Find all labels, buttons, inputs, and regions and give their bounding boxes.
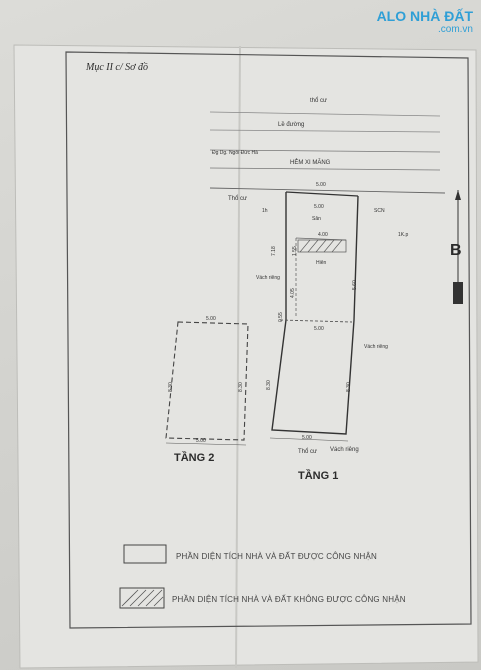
drawing-frame (65, 51, 472, 629)
watermark: ALO NHÀ ĐẤT .com.vn (377, 8, 473, 35)
road-line-4 (209, 167, 441, 171)
road-line-2 (209, 129, 441, 133)
floor1-mid-line (279, 319, 353, 323)
legend-hatch (121, 589, 164, 607)
label-hien: Hiên (316, 260, 327, 266)
dim-left-height: 7.18 (271, 246, 277, 256)
floor1-top (285, 191, 359, 197)
label-scn: SCN (374, 208, 385, 214)
label-left-small: 1h (262, 208, 268, 214)
label-vach-rieng-1: Vách riêng (256, 275, 280, 281)
label-road: Đg Dg. Ngôi Đức Hà (212, 150, 258, 156)
dim-porch-height: 4.05 (290, 288, 296, 298)
dim-top-width: 5.00 (316, 182, 326, 188)
paper-fold (235, 45, 241, 669)
dim-yard-width: 5.00 (314, 204, 324, 210)
label-tho-cu-left: Thổ cư (228, 196, 248, 202)
legend-box-not-recognized (119, 587, 165, 609)
floor2-bottom-dim (165, 442, 247, 446)
label-tho-cu-top: thổ cư (310, 98, 328, 104)
floor1-outline (271, 192, 359, 435)
dim-floor1-bottom: 5.00 (302, 435, 312, 441)
marker-letter: B (450, 242, 462, 259)
legend-not-recognized: PHẦN DIỆN TÍCH NHÀ VÀ ĐẤT KHÔNG ĐƯỢC CÔN… (172, 595, 406, 604)
floor2-outline (165, 321, 249, 441)
label-right-small: 1K.p (398, 232, 409, 238)
road-line-1 (209, 111, 441, 117)
road-line-5 (209, 187, 446, 194)
section-title: Mục II c/ Sơ đồ (86, 62, 148, 73)
label-san: Sân (312, 216, 321, 222)
legend-box-recognized (123, 544, 167, 564)
dim-floor1-right: 8.30 (346, 382, 352, 392)
label-le-duong: Lề đường (278, 122, 305, 128)
paper-sheet (13, 44, 479, 669)
dim-floor1-left: 8.30 (266, 380, 272, 390)
label-tho-cu-bottom: Thổ cư (298, 449, 318, 455)
road-line-3 (209, 149, 441, 153)
dim-right-height: 5.60 (352, 280, 358, 290)
label-vach-rieng-3: Vách riêng (330, 447, 359, 453)
dim-small-a: 0.55 (278, 312, 284, 322)
watermark-brand: ALO NHÀ ĐẤT (376, 8, 473, 24)
dim-porch-width: 4.00 (318, 232, 328, 238)
floor1-label: TẦNG 1 (298, 470, 339, 482)
direction-arrow (455, 190, 461, 200)
dim-floor2-right: 8.30 (238, 382, 244, 392)
dim-floor2-left: 8.30 (168, 382, 174, 392)
hatched-area (297, 239, 347, 253)
dim-small-b: 1.55 (292, 246, 298, 256)
dim-floor2-bottom: 5.00 (196, 438, 206, 444)
marker-block (453, 282, 463, 304)
legend-recognized: PHẦN DIỆN TÍCH NHÀ VÀ ĐẤT ĐƯỢC CÔNG NHẬN (176, 552, 377, 561)
dim-mid-width: 5.00 (314, 326, 324, 332)
watermark-domain: .com.vn (437, 24, 473, 35)
floor2-label: TẦNG 2 (174, 452, 215, 464)
label-hem: HẺM XI MĂNG (290, 160, 331, 166)
floor1-bottom-dim (269, 437, 349, 442)
dim-floor2-top: 5.00 (206, 316, 216, 322)
label-vach-rieng-2: Vách riêng (364, 344, 388, 350)
